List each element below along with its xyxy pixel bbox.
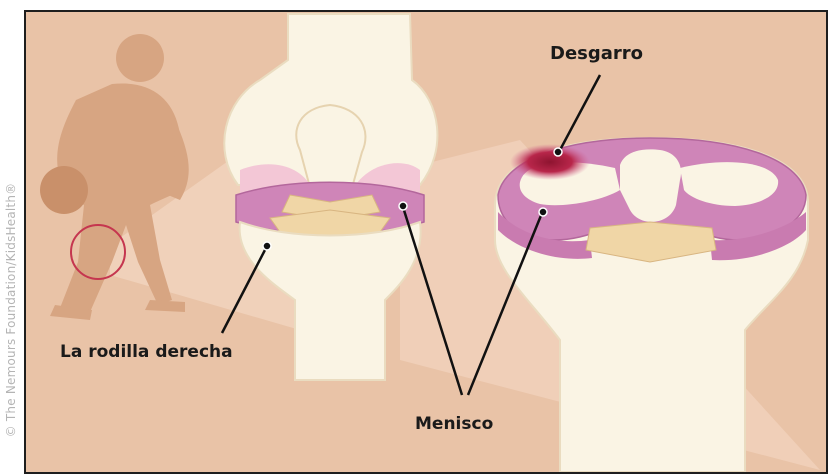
label-right-knee: La rodilla derecha xyxy=(60,342,233,362)
dot-meniscus-front xyxy=(399,202,407,210)
meniscus-tear-mark xyxy=(510,144,590,180)
copyright-text: © The Nemours Foundation/KidsHealth® xyxy=(4,183,18,438)
dot-right-knee xyxy=(263,242,271,250)
dot-tear xyxy=(554,148,562,156)
dot-meniscus-top xyxy=(539,208,547,216)
label-meniscus: Menisco xyxy=(415,414,493,434)
copyright-notice: © The Nemours Foundation/KidsHealth® xyxy=(1,150,21,470)
label-tear: Desgarro xyxy=(550,43,643,64)
